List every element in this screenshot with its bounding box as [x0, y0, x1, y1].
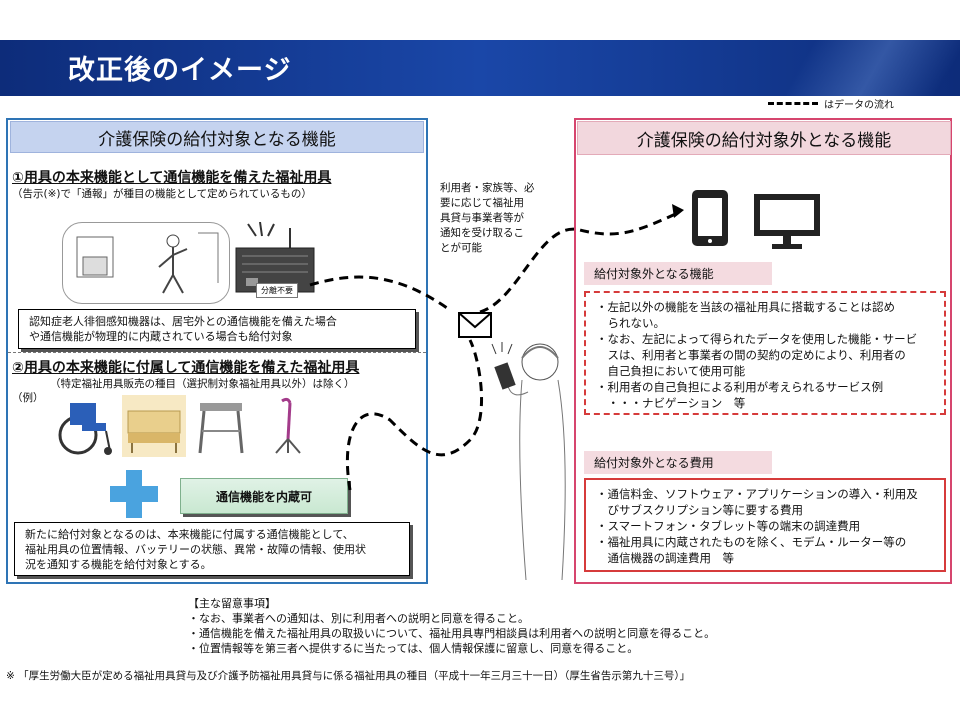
care-bed-icon — [122, 395, 186, 457]
home-illustration-bubble — [62, 222, 230, 304]
functions-line: スは、利用者と事業者の間の契約の定めにより、利用者の — [596, 348, 906, 362]
section2-note-line: 福祉用具の位置情報、バッテリーの状態、異常・故障の情報、使用状 — [25, 543, 366, 556]
costs-line: びサブスクリプション等に要する費用 — [596, 503, 803, 517]
center-note-line: 具貸与事業者等が — [440, 212, 524, 224]
key-notes: 【主な留意事項】 ・なお、事業者への通知は、別に利用者への説明と同意を得ること。… — [188, 596, 715, 656]
home-illustration — [76, 232, 219, 294]
section2-note-line: 新たに給付対象となるのは、本来機能に付属する通信機能として、 — [25, 528, 354, 541]
no-separation-tag: 分離不要 — [256, 283, 298, 298]
functions-line: ・左記以外の機能を当該の福祉用具に搭載することは認め — [596, 300, 895, 314]
footnote: ※ 「厚生労働大臣が定める福祉用具貸与及び介護予防福祉用具貸与に係る福祉用具の種… — [6, 670, 691, 682]
notes-item: ・なお、事業者への通知は、別に利用者への説明と同意を得ること。 — [188, 612, 529, 625]
notes-heading: 【主な留意事項】 — [188, 597, 276, 610]
flow-arrowhead — [672, 204, 684, 218]
functions-line: ・・・ナビゲーション 等 — [596, 396, 746, 410]
section1-callout: 認知症老人徘徊感知機器は、居宅外との通信機能を備えた場合 や通信機能が物理的に内… — [18, 309, 416, 349]
section2-subtitle: （特定福祉用具販売の種目（選択制対象福祉用具以外）は除く） — [50, 378, 355, 390]
cane-icon — [275, 397, 301, 454]
example-label: （例） — [12, 392, 44, 404]
functions-line: 自己負担において使用可能 — [596, 364, 746, 378]
flow-line-to-devices — [479, 210, 681, 314]
functions-line: ・利用者の自己負担による利用が考えられるサービス例 — [596, 380, 884, 394]
flow-line-section1 — [309, 275, 451, 312]
wheelchair-icon — [58, 403, 112, 455]
section2-note-line: 況を通知する機能を給付対象とする。 — [25, 558, 212, 571]
non-covered-functions-panel — [574, 118, 952, 584]
section1-callout-line: や通信機能が物理的に内蔵されている場合も給付対象 — [29, 330, 293, 343]
walker-icon — [198, 403, 244, 454]
notes-item: ・位置情報等を第三者へ提供するに当たっては、個人情報保護に留意し、同意を得ること… — [188, 642, 639, 655]
data-flow-legend: はデータの流れ — [768, 96, 894, 111]
functions-line: られない。 — [596, 316, 665, 330]
non-covered-functions-label: 給付対象外となる機能 — [584, 262, 772, 285]
costs-line: ・スマートフォン・タブレット等の端末の調達費用 — [596, 519, 861, 533]
section2-title: ②用具の本来機能に付属して通信機能を備えた福祉用具 — [12, 360, 360, 376]
costs-line: 通信機器の調達費用 等 — [596, 551, 734, 565]
non-covered-functions-box: ・左記以外の機能を当該の福祉用具に搭載することは認め られない。 ・なお、左記に… — [584, 291, 946, 415]
dashed-line-sample — [768, 102, 818, 105]
costs-line: ・通信料金、ソフトウェア・アプリケーションの導入・利用及 — [596, 487, 918, 501]
builtin-communication-label: 通信機能を内蔵可 — [180, 478, 348, 514]
notes-item: ・通信機能を備えた福祉用具の取扱いについて、福祉用具専門相談員は利用者への説明と… — [188, 627, 716, 640]
flow-line-section2 — [345, 339, 483, 491]
envelope-icon — [458, 312, 492, 338]
center-note-line: 要に応じて福祉用 — [440, 197, 524, 209]
section1-subtitle: （告示(※)で「通報」が種目の機能として定められているもの） — [12, 188, 312, 200]
non-covered-functions-heading: 介護保険の給付対象外となる機能 — [577, 121, 951, 155]
non-covered-costs-box: ・通信料金、ソフトウェア・アプリケーションの導入・利用及 びサブスクリプション等… — [584, 478, 946, 572]
center-note-line: 利用者・家族等、必 — [440, 182, 535, 194]
legend-label: はデータの流れ — [824, 100, 894, 111]
section1-callout-line: 認知症老人徘徊感知機器は、居宅外との通信機能を備えた場合 — [29, 315, 337, 328]
section1-title: ①用具の本来機能として通信機能を備えた福祉用具 — [12, 170, 332, 186]
covered-functions-heading: 介護保険の給付対象となる機能 — [10, 121, 424, 153]
non-covered-costs-label: 給付対象外となる費用 — [584, 451, 772, 474]
page-title: 改正後のイメージ — [68, 55, 292, 86]
tablet-icon — [692, 190, 728, 246]
center-note-line: 通知を受け取るこ — [440, 227, 524, 239]
section-divider — [8, 352, 426, 353]
functions-line: ・なお、左記によって得られたデータを使用した機能・サービ — [596, 332, 918, 346]
costs-line: ・福祉用具に内蔵されたものを除く、モデム・ルーター等の — [596, 535, 907, 549]
covered-functions-panel — [6, 118, 428, 584]
person-with-phone-illustration — [491, 342, 566, 581]
plus-icon — [110, 470, 158, 518]
monitor-icon — [754, 194, 820, 249]
title-bar — [0, 40, 960, 96]
section2-note: 新たに給付対象となるのは、本来機能に付属する通信機能として、 福祉用具の位置情報… — [14, 522, 410, 576]
center-note: 利用者・家族等、必 要に応じて福祉用 具貸与事業者等が 通知を受け取るこ とが可… — [440, 181, 560, 256]
center-note-line: とが可能 — [440, 242, 482, 254]
